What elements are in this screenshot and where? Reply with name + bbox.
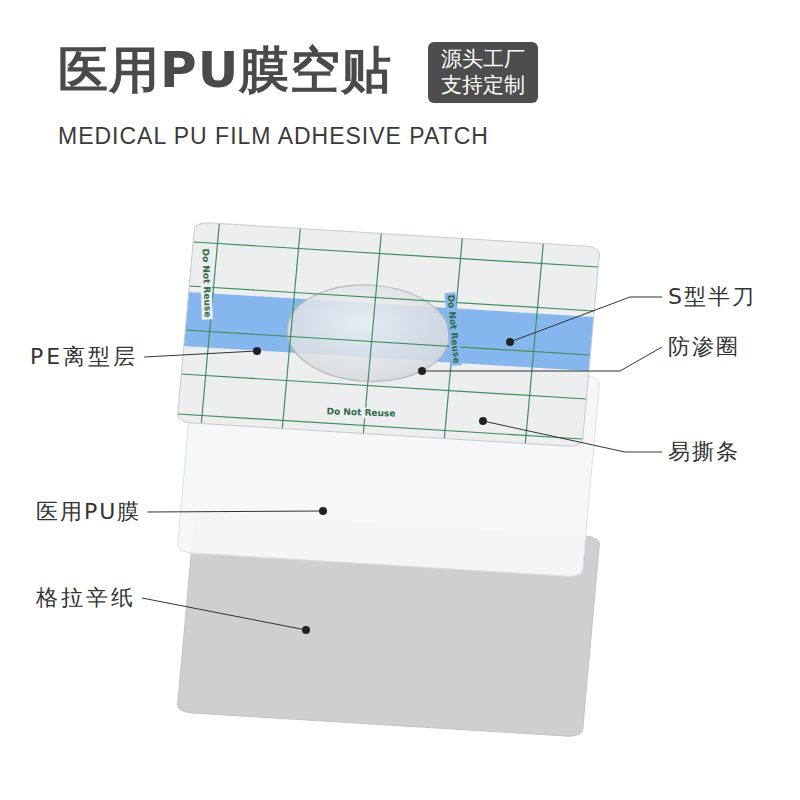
badge-text: 源头工厂 支持定制	[437, 46, 529, 99]
callout-dot	[253, 347, 261, 355]
badge-box: 源头工厂 支持定制	[428, 42, 538, 103]
title-rule	[58, 156, 520, 158]
pe-release-layer	[177, 222, 600, 447]
callout-dot	[506, 338, 514, 346]
callout-label: 防渗圈	[668, 333, 740, 361]
callout-dot	[418, 367, 426, 375]
subtitle: MEDICAL PU FILM ADHESIVE PATCH	[58, 122, 489, 151]
callout-label: S型半刀	[668, 283, 756, 311]
callout-label: 易撕条	[668, 438, 740, 466]
callout-label: PE离型层	[30, 343, 138, 371]
leader-lines	[142, 297, 662, 630]
callout-dot	[479, 417, 487, 425]
callout-dot	[319, 507, 327, 515]
leader-line	[142, 598, 306, 630]
callout-label: 格拉辛纸	[36, 584, 136, 612]
leader-line	[510, 297, 662, 342]
title: 医用PU膜空贴	[58, 40, 392, 100]
leader-line	[483, 421, 662, 452]
leader-line	[144, 351, 257, 357]
callout-dot	[302, 626, 310, 634]
callout-label: 医用PU膜	[36, 498, 141, 526]
callout-dots	[253, 338, 514, 634]
leader-line	[147, 511, 323, 512]
